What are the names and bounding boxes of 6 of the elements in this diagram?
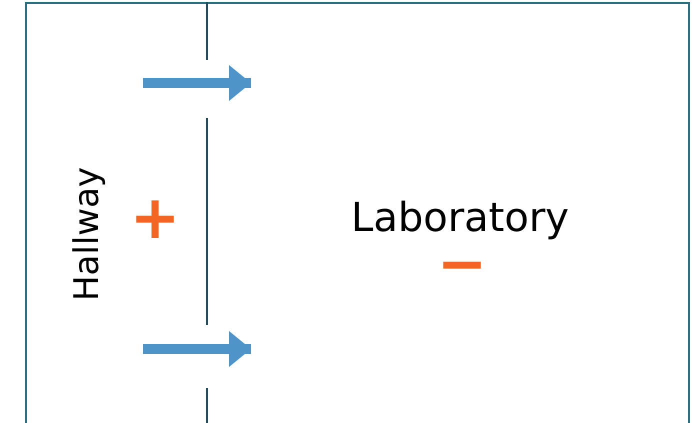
room-area: [25, 2, 207, 423]
pressure-sign: +: [130, 188, 180, 248]
room-label: Hallway: [67, 166, 107, 302]
room-area: [207, 2, 690, 423]
airflow-arrow: [143, 65, 251, 101]
airflow-arrow: [143, 331, 251, 367]
